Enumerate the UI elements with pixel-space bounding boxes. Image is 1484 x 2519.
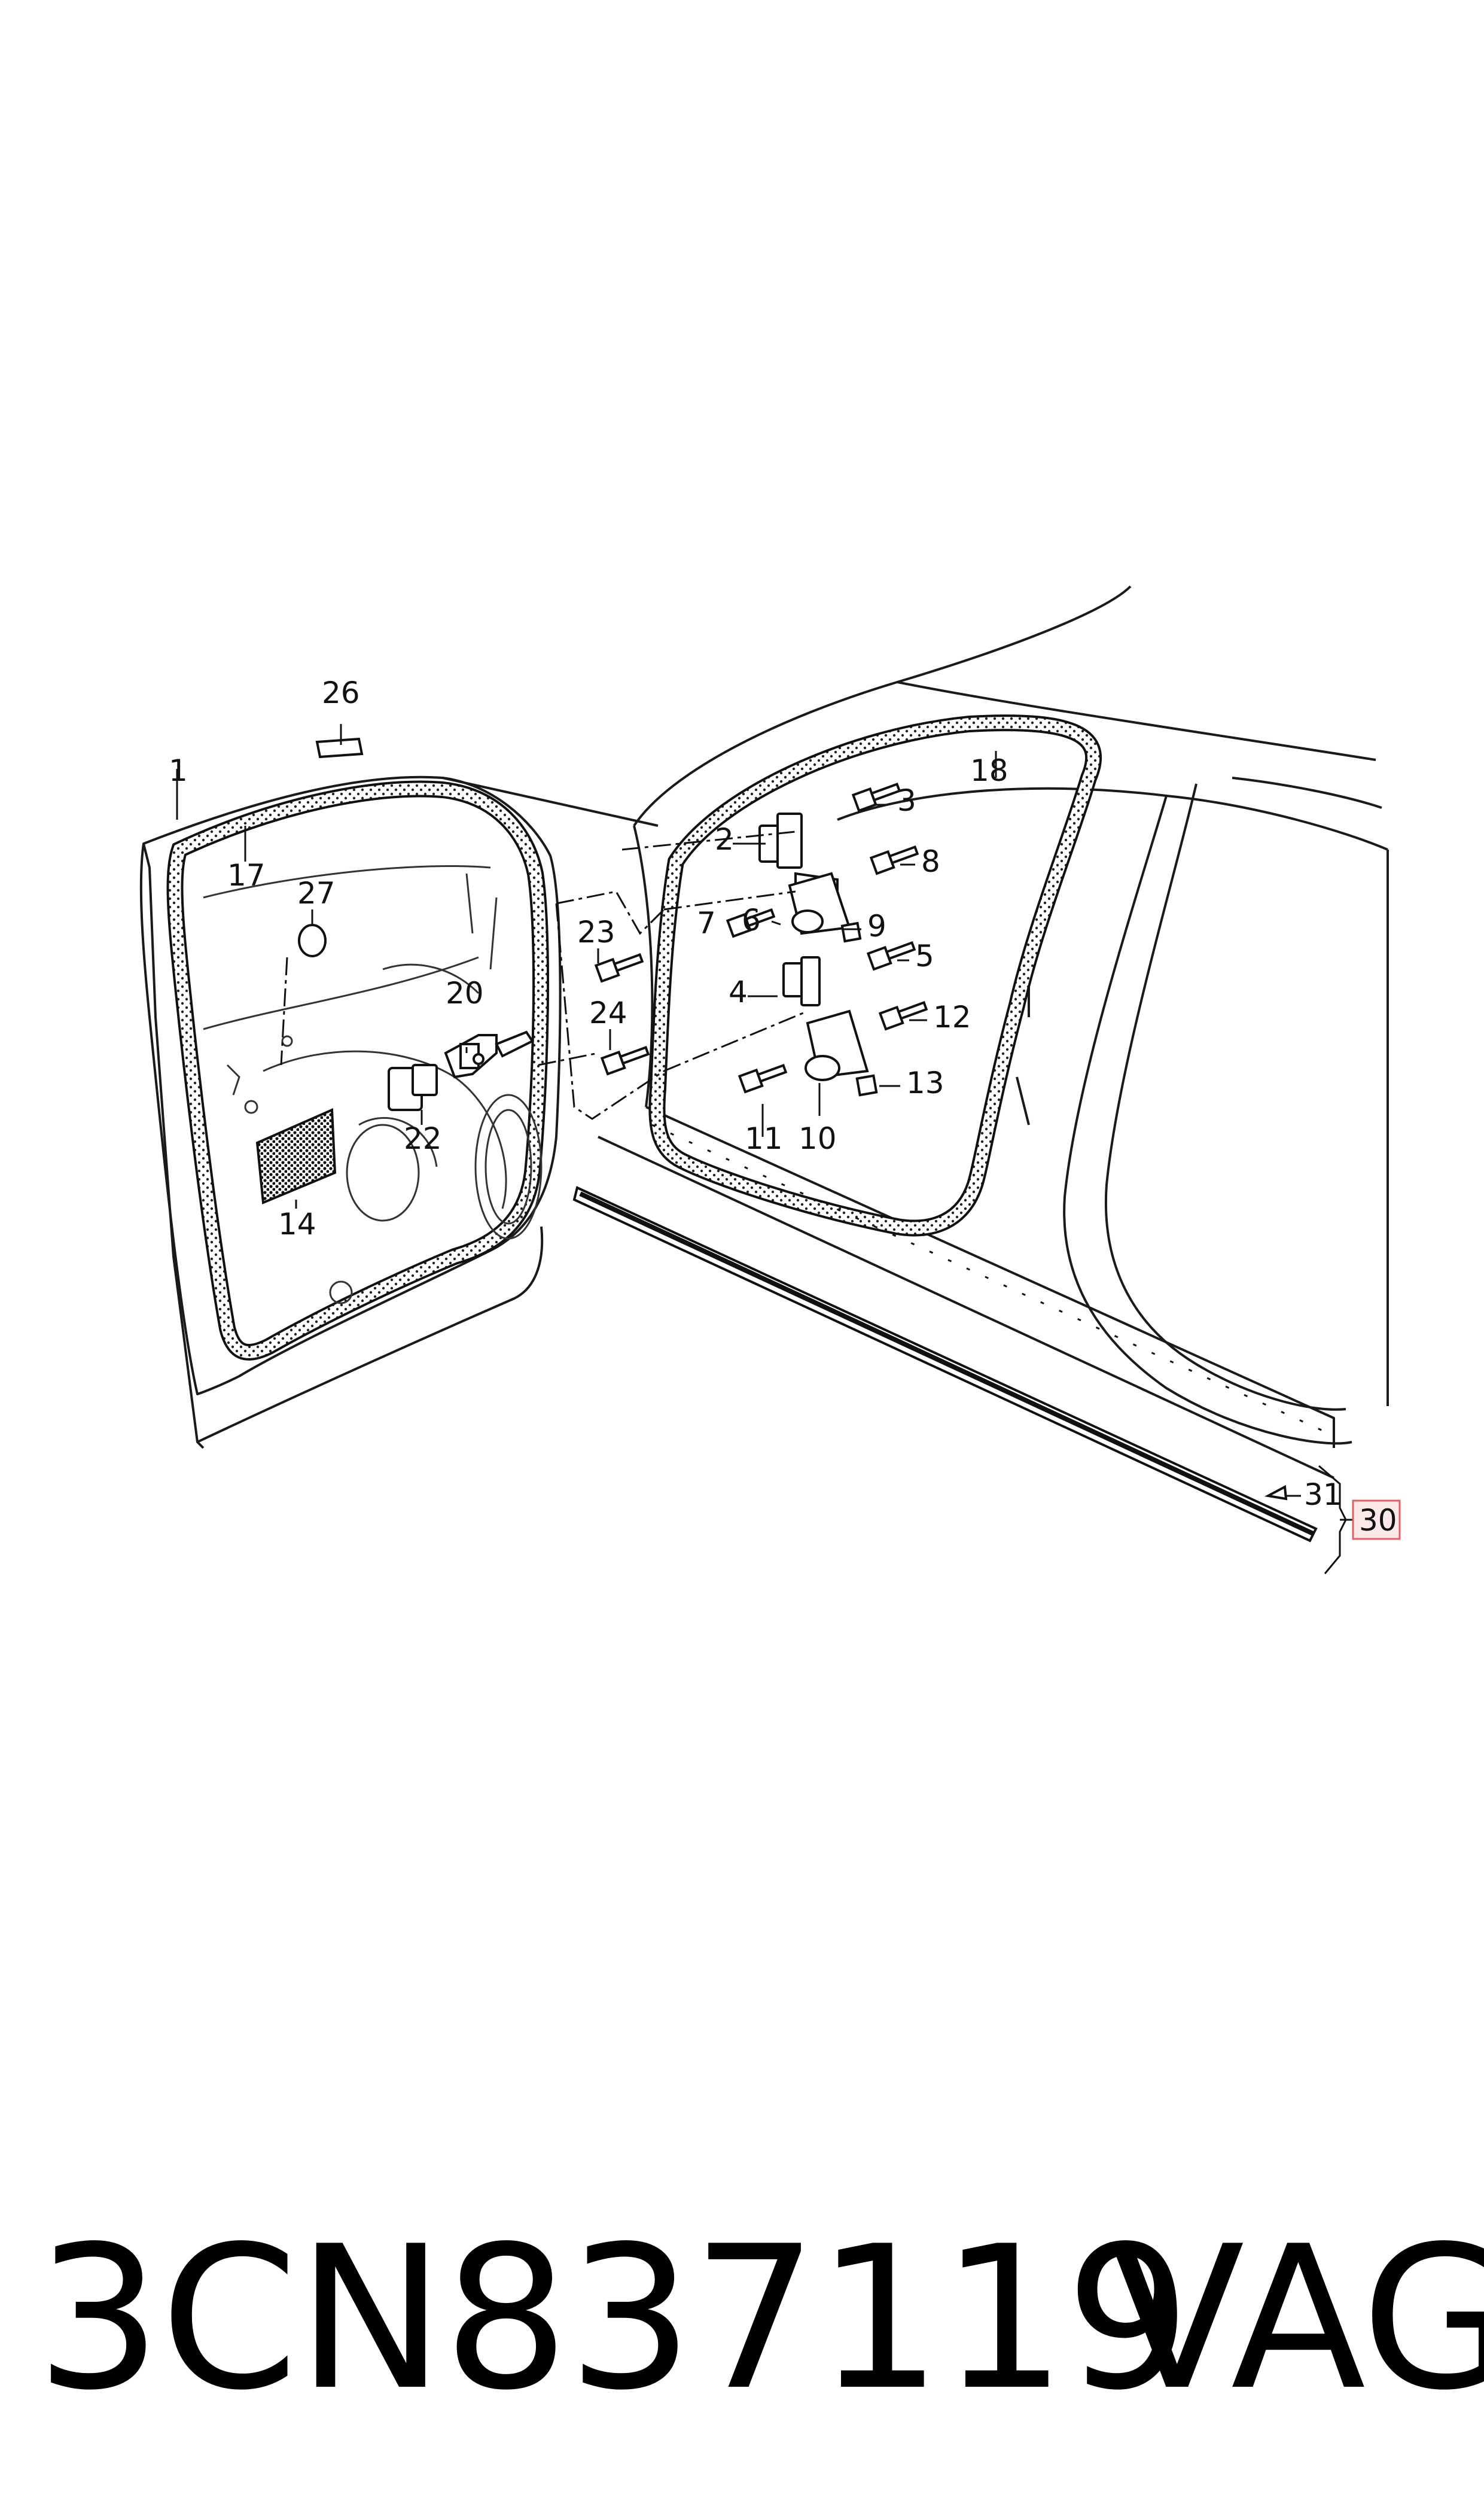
leader-lines	[176, 724, 1353, 1574]
assembly-lines	[280, 830, 808, 1120]
callout-6: 6	[742, 903, 761, 938]
bolts	[594, 782, 928, 1094]
callout-30: 30	[1359, 1503, 1397, 1538]
door-check-strap	[388, 1030, 534, 1111]
callout-1: 1	[169, 753, 188, 788]
callout-3: 3	[897, 783, 916, 818]
callout-20: 20	[446, 976, 484, 1011]
highlight-box-30	[1352, 1499, 1401, 1540]
callouts: 1 2 3 4 5 6 7 8 9 10 11 12 13 14 17 18 2…	[169, 676, 1397, 1538]
callout-12: 12	[933, 1000, 971, 1035]
callout-31: 31	[1304, 1477, 1342, 1512]
callout-10: 10	[799, 1121, 837, 1156]
part-number-label: 3CN837119	[36, 2204, 1191, 2433]
callout-17: 17	[227, 858, 266, 893]
callout-27: 27	[297, 876, 336, 911]
door-shell	[139, 775, 659, 1449]
callout-24: 24	[589, 996, 627, 1030]
hinges	[758, 813, 878, 1097]
callout-7: 7	[697, 906, 716, 941]
callout-4: 4	[729, 975, 748, 1009]
callout-9: 9	[867, 909, 886, 944]
callout-18: 18	[970, 753, 1008, 788]
callout-14: 14	[278, 1207, 316, 1242]
callout-5: 5	[915, 939, 934, 973]
door-inner-panel	[203, 865, 543, 1304]
callout-2: 2	[715, 822, 734, 857]
plug	[315, 737, 364, 759]
callout-11: 11	[745, 1121, 783, 1156]
callout-26: 26	[322, 676, 360, 710]
clip	[1264, 1484, 1288, 1501]
callout-13: 13	[906, 1066, 944, 1100]
callout-23: 23	[577, 915, 615, 950]
grommet	[298, 924, 327, 957]
insulation-pad	[255, 1108, 337, 1204]
brand-label: VAG	[1110, 2204, 1484, 2433]
sill-trim-strip	[572, 1124, 1328, 1543]
callout-22: 22	[404, 1121, 442, 1156]
callout-8: 8	[921, 844, 940, 879]
